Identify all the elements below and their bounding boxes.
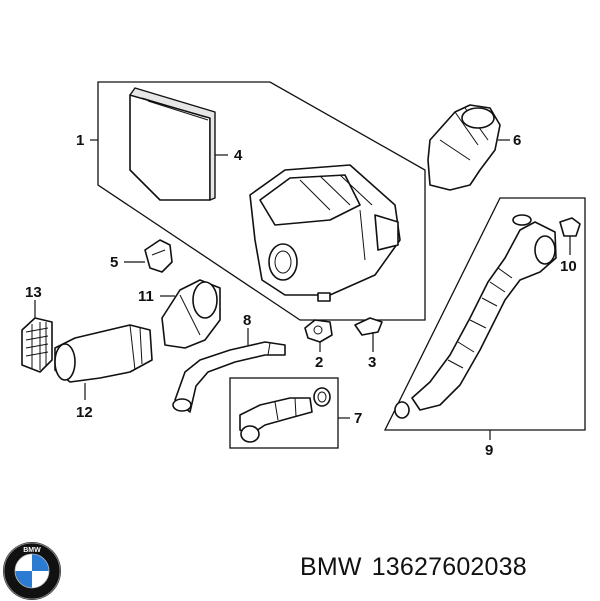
air-box-housing-part xyxy=(249,164,401,302)
callout-6: 6 xyxy=(513,132,521,149)
callout-8: 8 xyxy=(243,312,251,329)
callout-9: 9 xyxy=(485,442,493,459)
bracket-3-part xyxy=(354,317,383,336)
callout-13: 13 xyxy=(25,284,42,301)
hose-assembly-7-part xyxy=(239,387,331,443)
resonator-11-part xyxy=(161,279,221,349)
callout-4: 4 xyxy=(234,147,243,164)
brand-name: BMW xyxy=(300,553,362,581)
sensor-2-part xyxy=(304,319,333,343)
clip-10-part xyxy=(559,217,581,237)
assembly-1-frame xyxy=(97,81,426,321)
callout-10: 10 xyxy=(560,258,577,275)
callout-3: 3 xyxy=(368,354,376,371)
bmw-logo-icon: BMW xyxy=(3,542,61,600)
callout-11: 11 xyxy=(138,288,154,305)
inlet-pipe-12-part xyxy=(54,324,153,383)
callout-12: 12 xyxy=(76,404,93,421)
callout-2: 2 xyxy=(315,354,323,371)
part-number: 13627602038 xyxy=(371,553,527,581)
callout-1: 1 xyxy=(76,132,84,149)
callout-7: 7 xyxy=(354,410,362,427)
svg-text:BMW: BMW xyxy=(23,547,41,554)
air-filter-part xyxy=(129,87,216,201)
intake-hose-9-part xyxy=(394,214,557,419)
footer-caption: BMW 13627602038 xyxy=(300,553,527,582)
intake-duct-6-part xyxy=(427,104,501,191)
hose-8-part xyxy=(172,341,286,413)
clip-5-part xyxy=(144,239,173,273)
callout-5: 5 xyxy=(110,254,118,271)
grille-13-part xyxy=(21,317,53,373)
assembly-7-frame xyxy=(229,377,339,449)
assembly-9-frame xyxy=(383,197,586,431)
